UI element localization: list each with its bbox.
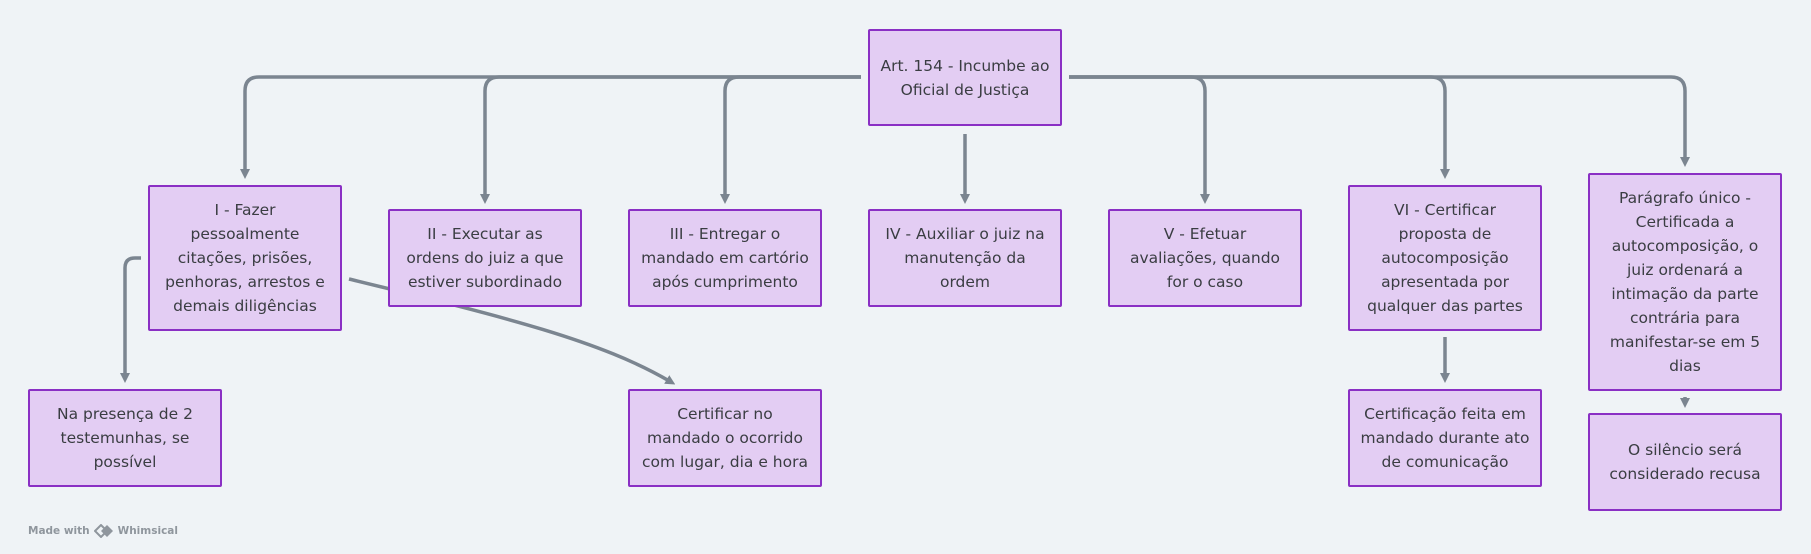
connector-root-item-6	[1069, 75, 1450, 179]
item-node-2-text: II - Executar as ordens do juiz a que es…	[406, 225, 564, 291]
sub-node-certificacao-text: Certificação feita em mandado durante at…	[1360, 405, 1530, 471]
watermark-brand: Whimsical	[117, 525, 178, 537]
item-node-5: V - Efetuar avaliações, quando for o cas…	[1108, 209, 1302, 307]
connector-root-item-3	[720, 75, 861, 204]
item-node-3-text: III - Entregar o mandado em cartório apó…	[641, 225, 809, 291]
connector-root-paragraph	[1069, 75, 1690, 167]
item-node-6-text: VI - Certificar proposta de autocomposiç…	[1367, 201, 1523, 315]
sub-node-silencio-text: O silêncio será considerado recusa	[1609, 441, 1761, 483]
watermark-prefix: Made with	[28, 525, 90, 537]
item-node-5-text: V - Efetuar avaliações, quando for o cas…	[1129, 225, 1281, 291]
item-node-3: III - Entregar o mandado em cartório apó…	[628, 209, 822, 307]
paragraph-node: Parágrafo único - Certificada a autocomp…	[1588, 173, 1782, 391]
root-node-text: Art. 154 - Incumbe ao Oficial de Justiça	[880, 56, 1050, 99]
sub-node-certificar-mandado: Certificar no mandado o ocorrido com lug…	[628, 389, 822, 487]
root-node: Art. 154 - Incumbe ao Oficial de Justiça	[868, 29, 1062, 126]
item-node-4: IV - Auxiliar o juiz na manutenção da or…	[868, 209, 1062, 307]
connector-root-item-2	[480, 75, 861, 204]
sub-node-testemunhas-text: Na presença de 2 testemunhas, se possíve…	[57, 405, 193, 471]
sub-node-certificacao: Certificação feita em mandado durante at…	[1348, 389, 1542, 487]
item-node-6: VI - Certificar proposta de autocomposiç…	[1348, 185, 1542, 331]
item-node-1: I - Fazer pessoalmente citações, prisões…	[148, 185, 342, 331]
item-node-1-text: I - Fazer pessoalmente citações, prisões…	[165, 201, 325, 315]
paragraph-node-text: Parágrafo único - Certificada a autocomp…	[1609, 189, 1761, 375]
item-node-2: II - Executar as ordens do juiz a que es…	[388, 209, 582, 307]
sub-node-silencio: O silêncio será considerado recusa	[1588, 413, 1782, 511]
connector-root-item-5	[1069, 75, 1210, 204]
whimsical-logo-icon	[93, 524, 113, 538]
item-node-4-text: IV - Auxiliar o juiz na manutenção da or…	[885, 225, 1045, 291]
whimsical-watermark[interactable]: Made with Whimsical	[28, 524, 178, 538]
connector-root-item-1	[240, 75, 861, 179]
sub-node-testemunhas: Na presença de 2 testemunhas, se possíve…	[28, 389, 222, 487]
sub-node-certificar-mandado-text: Certificar no mandado o ocorrido com lug…	[642, 405, 808, 471]
connector-item-1-sub-1	[120, 256, 141, 383]
